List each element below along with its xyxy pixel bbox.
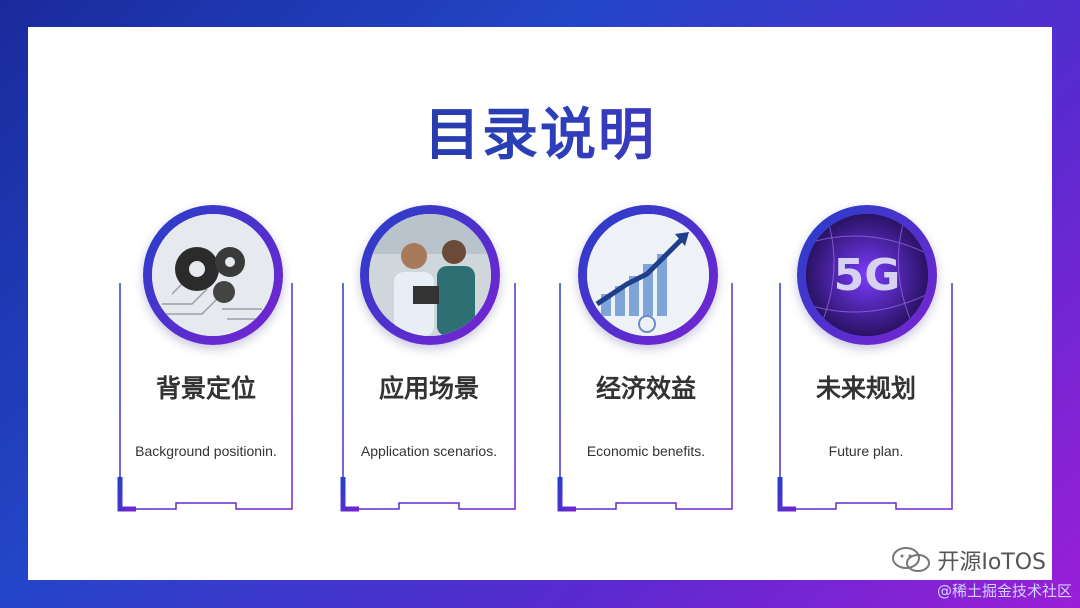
- card-title: 经济效益: [595, 374, 696, 403]
- card-subtitle: Economic benefits.: [586, 443, 706, 459]
- card-title: 背景定位: [155, 374, 256, 403]
- card-subtitle: Future plan.: [828, 443, 904, 459]
- watermark-source: @稀土掘金技术社区: [936, 582, 1072, 600]
- gears-circuit-image: [143, 205, 283, 345]
- watermark-brand: 开源IoTOS: [891, 544, 1046, 576]
- page-title: 目录说明: [0, 96, 1080, 176]
- card-subtitle: Background positionin.: [135, 443, 277, 459]
- card-title: 应用场景: [378, 374, 479, 403]
- card-subtitle: Application scenarios.: [360, 443, 498, 459]
- 5g-image: 5G: [797, 205, 937, 345]
- brand-text: 开源IoTOS: [937, 550, 1046, 575]
- growth-chart-image: [578, 205, 718, 345]
- card-title: 未来规划: [815, 374, 916, 403]
- svg-text:5G: 5G: [834, 250, 901, 301]
- card-future-plan[interactable]: 未来规划 Future plan.: [777, 283, 953, 515]
- people-tablet-image: [360, 205, 500, 345]
- wechat-icon: [892, 547, 931, 572]
